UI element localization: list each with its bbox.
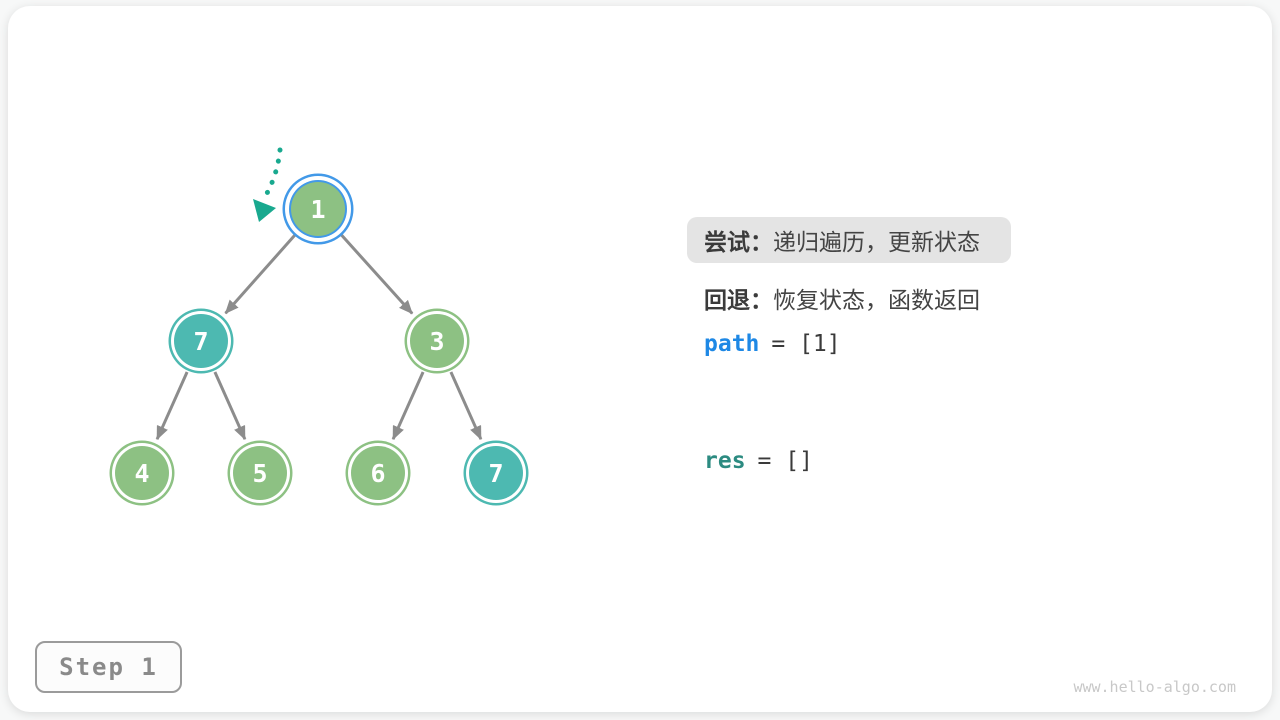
res-variable-line: res = []	[704, 448, 813, 474]
node-value: 1	[310, 194, 326, 224]
tree-node-root: 1	[291, 182, 345, 236]
node-value: 6	[370, 458, 386, 488]
res-variable-value: = []	[757, 448, 813, 474]
tip-back-label: 回退：	[704, 287, 773, 313]
path-variable-value: = [1]	[771, 331, 841, 357]
path-variable-name: path	[704, 331, 760, 357]
tip-back-text: 恢复状态，函数返回	[773, 287, 980, 313]
tree-node-right: 3	[410, 314, 464, 368]
step-badge-label: Step 1	[59, 653, 158, 681]
tree-node-left-right: 5	[233, 446, 287, 500]
tip-try-text: 递归遍历，更新状态	[773, 229, 980, 255]
node-value: 3	[429, 326, 445, 356]
tip-try-label: 尝试：	[704, 229, 773, 255]
node-value: 7	[488, 458, 504, 488]
res-variable-name: res	[704, 448, 746, 474]
node-value: 5	[252, 458, 268, 488]
tree-node-right-left: 6	[351, 446, 405, 500]
tree-node-left: 7	[174, 314, 228, 368]
node-value: 7	[193, 326, 209, 356]
tip-try-highlighted: 尝试：递归遍历，更新状态	[687, 217, 1011, 263]
tree-node-left-left: 4	[115, 446, 169, 500]
tree-node-right-right: 7	[469, 446, 523, 500]
path-variable-line: path = [1]	[704, 331, 841, 357]
node-value: 4	[134, 458, 150, 488]
tip-back: 回退：恢复状态，函数返回	[704, 281, 980, 315]
watermark: www.hello-algo.com	[1073, 678, 1236, 696]
step-badge: Step 1	[35, 641, 182, 693]
